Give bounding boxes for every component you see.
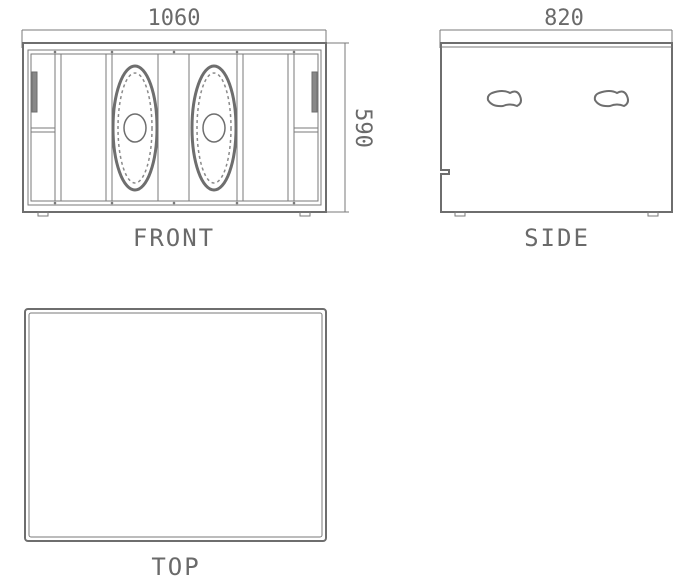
side-depth-dimension: 820 — [439, 6, 673, 48]
front-height-dimension: 590 — [326, 42, 375, 213]
right-woofer-icon — [190, 64, 238, 192]
front-view-label: FRONT — [133, 224, 215, 252]
right-handle-icon — [311, 71, 318, 113]
top-cabinet-outline — [24, 308, 327, 542]
top-view-label: TOP — [151, 553, 200, 581]
top-cabinet-inner — [28, 312, 323, 538]
front-width-label: 1060 — [148, 6, 201, 31]
side-depth-label: 820 — [544, 6, 584, 31]
front-right-foot — [299, 211, 311, 217]
top-view: TOP — [24, 308, 327, 581]
side-view-label: SIDE — [524, 224, 590, 252]
front-cabinet-outline — [22, 42, 327, 213]
front-left-foot — [37, 211, 49, 217]
front-grille-inner — [30, 53, 319, 202]
side-handle-right-icon — [593, 90, 629, 108]
side-handle-left-icon — [486, 90, 522, 108]
side-view: 820 SIDE — [439, 6, 673, 252]
left-woofer-icon — [111, 64, 159, 192]
front-panel-dividers — [31, 54, 318, 201]
front-grille-screws — [53, 50, 296, 205]
left-handle-icon — [31, 71, 38, 113]
front-grille-frame — [27, 49, 322, 206]
side-cabinet-outline — [440, 42, 673, 213]
front-view: 1060 590 — [21, 6, 375, 252]
front-height-label: 590 — [350, 108, 375, 148]
side-front-foot — [454, 211, 466, 217]
front-width-dimension: 1060 — [21, 6, 327, 48]
side-rear-foot — [647, 211, 659, 217]
